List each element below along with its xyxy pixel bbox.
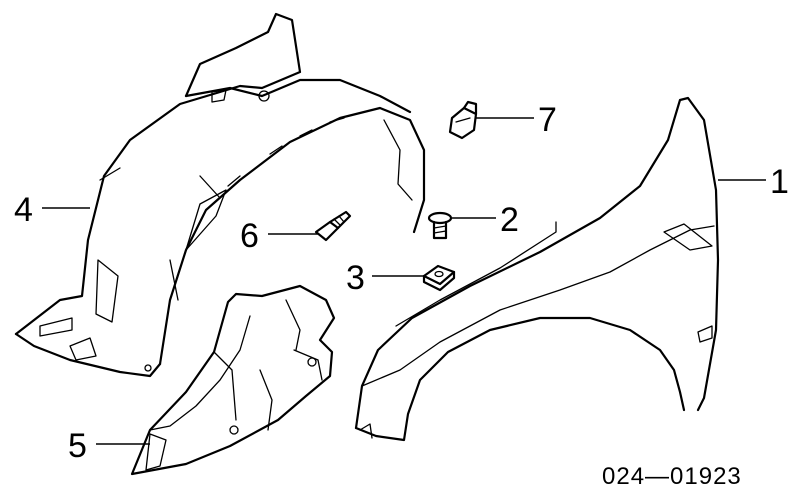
screw-part bbox=[427, 211, 453, 240]
push-clip-part bbox=[448, 100, 478, 140]
callout-7: 7 bbox=[538, 101, 557, 139]
callout-4: 4 bbox=[14, 191, 33, 229]
callout-3: 3 bbox=[346, 259, 365, 297]
callout-2: 2 bbox=[500, 201, 519, 239]
callout-5: 5 bbox=[68, 427, 87, 465]
bolt-part bbox=[314, 210, 352, 242]
splash-shield-part bbox=[130, 284, 336, 476]
diagram-reference-code: 024—01923 bbox=[602, 463, 742, 490]
fender-liner-part bbox=[14, 12, 426, 378]
callout-6: 6 bbox=[240, 217, 259, 255]
callout-1: 1 bbox=[770, 163, 789, 201]
front-fender-part bbox=[354, 96, 720, 442]
clip-nut-part bbox=[422, 264, 456, 292]
